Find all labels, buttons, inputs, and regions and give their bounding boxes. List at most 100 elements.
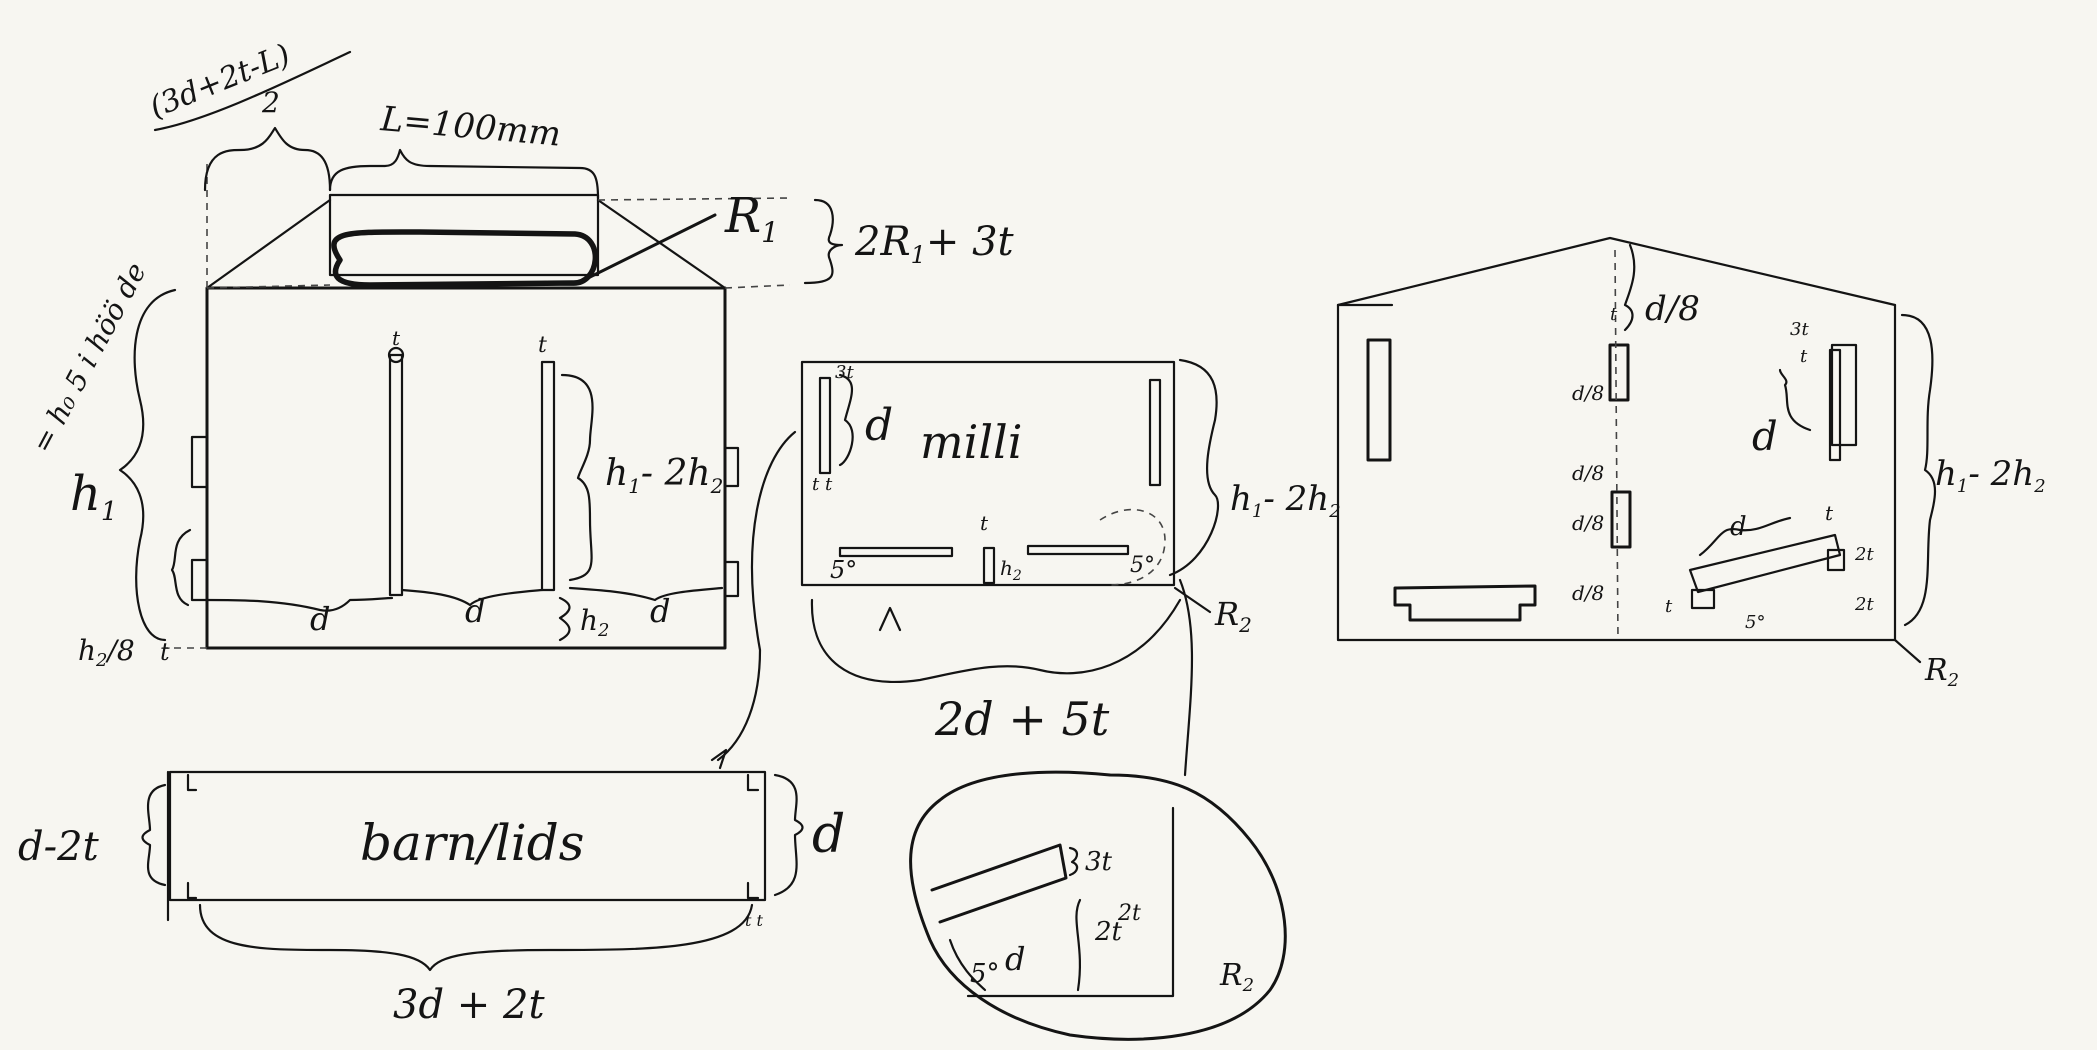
t-top-divider: t	[980, 511, 989, 535]
d-side: d	[1752, 414, 1778, 460]
h2-label: h2	[580, 604, 610, 641]
h1-2h2-label-side: h1- 2h2	[1935, 454, 2046, 497]
d-label-1: d	[310, 600, 330, 638]
brace-h1-2h2	[560, 373, 594, 582]
side-slot-right	[1830, 343, 1858, 447]
divider-1	[388, 353, 404, 597]
t-label-divider: t	[538, 333, 547, 358]
length-label: L=100mm	[378, 99, 562, 155]
top-slot-left	[818, 376, 832, 475]
milli-label: milli	[920, 415, 1022, 469]
side-ramp-stop	[1826, 548, 1846, 572]
two-t-side-b: 2t	[1854, 594, 1874, 615]
t-side-top: t	[1610, 304, 1618, 325]
d-label-top: d	[865, 400, 893, 451]
brace-t-left	[170, 528, 192, 607]
top-zoom-circle	[1099, 508, 1166, 586]
connector-lids	[716, 430, 797, 762]
d8-side-4: d/8	[1572, 581, 1604, 605]
zoom-r2: R2	[1219, 958, 1254, 996]
t-label-left: t	[160, 638, 170, 666]
connector-zoom	[1178, 578, 1194, 777]
hinge-left-top	[190, 435, 209, 489]
brace-bottom-d2	[400, 588, 544, 607]
side-slot-mid-bottom	[1610, 490, 1632, 549]
top-body	[800, 360, 1176, 587]
d-ramp: d	[1730, 512, 1747, 542]
three-t-top: 3t	[835, 362, 854, 383]
side-centerline	[1614, 249, 1619, 641]
zoom-angle-arc	[948, 938, 987, 992]
three-d-2t-label: 3d + 2t	[393, 982, 545, 1028]
zoom-brace-3t	[1068, 846, 1079, 877]
front-view	[118, 50, 844, 650]
brace-h2	[558, 596, 571, 642]
side-slot-mid-top	[1608, 343, 1630, 402]
t-side-foot: t	[1665, 596, 1673, 617]
side-ramp-foot	[1690, 588, 1716, 610]
t-side-right: t	[1800, 346, 1808, 367]
brace-bottom-d3	[568, 586, 724, 602]
roof-left	[205, 198, 332, 290]
hinge-left-bottom	[190, 558, 209, 602]
brace-d-side	[1778, 368, 1812, 432]
h2-top: h2	[1000, 556, 1022, 584]
r1-pointer	[586, 213, 717, 280]
top-formula-denominator: 2	[261, 86, 280, 119]
brace-r1-height	[803, 198, 844, 285]
side-body	[1336, 303, 1897, 642]
r2-pointer	[1173, 586, 1212, 614]
side-view	[1336, 236, 1937, 664]
handle-oval	[331, 229, 599, 288]
r2-label-top: R2	[1214, 595, 1252, 637]
top-divider	[982, 546, 996, 585]
brace-d-ramp	[1698, 516, 1792, 557]
d-lids-label: d	[812, 805, 845, 865]
brace-top-left	[203, 126, 332, 192]
top-view	[710, 358, 1220, 777]
handle-box	[328, 193, 600, 277]
brace-top-right	[328, 148, 600, 200]
zoom-d: d	[1005, 940, 1025, 978]
d-2t-label: d-2t	[18, 824, 100, 870]
zoom-brace-2t	[1075, 898, 1082, 992]
brace-h1-2h2-side	[1900, 313, 1937, 627]
zoom-corner	[966, 806, 1175, 998]
zoom-2t-a: 2t	[1094, 917, 1123, 947]
side-slot-left	[1366, 338, 1392, 462]
d8-side-2: d/8	[1572, 461, 1604, 485]
h1-2h2-label-top: h1- 2h2	[1230, 479, 1341, 522]
d-label-3: d	[650, 592, 670, 630]
d8-side-3: d/8	[1572, 511, 1604, 535]
zoom-2t-b: 2t	[1117, 901, 1141, 926]
three-t-side: 3t	[1790, 319, 1809, 340]
five-deg-side: 5°	[1745, 612, 1765, 633]
tt-lids: t t	[745, 911, 764, 930]
r1-label: R1	[724, 188, 779, 249]
zoom-outline	[909, 770, 1287, 1041]
d-label-2: d	[465, 592, 485, 630]
side-roof	[1336, 236, 1897, 307]
r2-side-pointer	[1893, 638, 1922, 664]
h1-2h2-label-front: h1- 2h2	[605, 453, 723, 498]
arrow-up	[878, 606, 902, 632]
d8-label: d/8	[1645, 289, 1700, 329]
side-tray	[1393, 584, 1537, 622]
formula-underline	[153, 50, 352, 132]
zoom-5deg: 5°	[970, 959, 1000, 989]
five-deg-top-right: 5°	[1130, 553, 1155, 578]
barn-lids-label: barn/lids	[360, 814, 584, 872]
divider-1-knob	[387, 346, 405, 364]
r2-side-label: R2	[1924, 653, 1959, 691]
brace-h1	[118, 288, 177, 642]
brace-h1-2h2-top	[1168, 358, 1220, 577]
t-label-knob: t	[392, 326, 401, 350]
side-ramp	[1688, 533, 1842, 594]
lids-corner-left	[186, 773, 198, 900]
top-tray-right	[1026, 544, 1130, 556]
brace-d-2t	[141, 783, 167, 887]
h1-label: h1	[70, 466, 117, 527]
d8-side-1: d/8	[1572, 381, 1604, 405]
